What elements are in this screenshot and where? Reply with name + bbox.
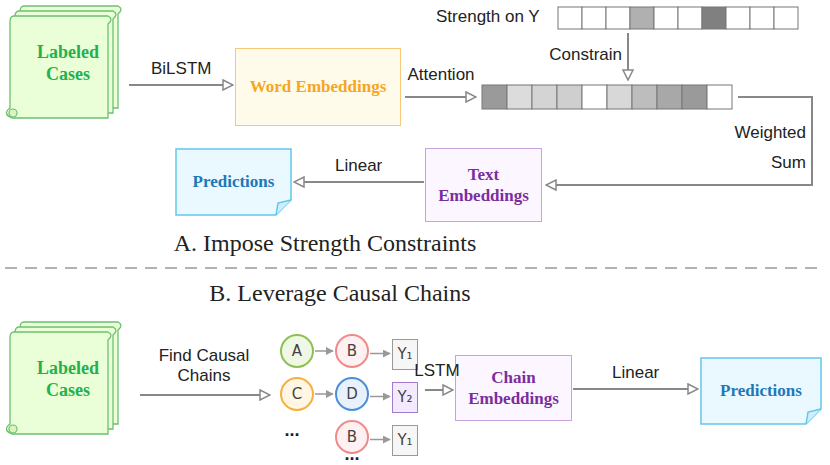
arrow-label: Constrain [530,45,622,65]
section-divider [5,267,825,269]
node-text: A [292,342,302,361]
ellipsis: ... [272,420,312,442]
chain-arrow [315,393,333,395]
section-heading: A. Impose Strength Constraints [160,229,490,258]
attention-cell [532,85,557,109]
label-square: Y₂ [392,382,418,413]
embedding-box: Chain Embeddings [455,355,572,421]
note-body [176,149,291,215]
flow-arrow [573,388,698,390]
node-text: C [292,385,302,404]
node-text: Text Embeddings [434,164,533,207]
edge-label: Linear [610,363,661,383]
scroll-page [6,332,111,434]
chain-arrow [370,353,390,355]
strength-cell [582,7,606,29]
note-body [701,358,821,424]
node-text: Word Embeddings [250,76,387,97]
attention-cell [582,85,607,109]
prediction-box: Predictions [700,357,822,425]
strength-cell [630,7,654,29]
scroll-outline [4,4,128,122]
document-stack: Labeled Cases [4,320,128,438]
node-text: Predictions [193,171,275,192]
find-chains-arrow [140,394,270,396]
flow-arrow [294,181,424,183]
strength-cell [726,7,750,29]
ellipsis: ... [332,444,372,465]
label-square: Y₁ [392,339,418,370]
arrow-label: Attention [400,65,482,85]
attention-cell [507,85,532,109]
constrain-arrow [627,33,629,80]
edge-label: BiLSTM [149,59,213,79]
concept-circle: C [280,377,314,411]
scroll-outline [4,320,128,438]
arrow-label: Weighted Sum [710,118,806,178]
attention-bar [482,85,732,109]
lstm-arrow [425,389,453,391]
edge-label: Linear [333,156,384,176]
flow-arrow [129,84,233,86]
node-text: D [346,385,358,404]
axis-label: Strength on Y [436,7,556,27]
strength-bar [558,7,798,29]
document-stack: Labeled Cases [4,4,128,122]
concept-circle: D [335,377,369,411]
node-text: Y₁ [397,431,412,450]
strength-cell [606,7,630,29]
node-text: Y₁ [397,345,412,364]
node-text: Y₂ [397,388,412,407]
attention-cell [607,85,632,109]
arrow-label: Find Causal Chains [148,346,260,387]
node-text: Labeled Cases [30,41,106,86]
chain-arrow [370,439,390,441]
strength-cell [678,7,702,29]
arrow-label: LSTM [405,361,469,381]
label-square: Y₁ [392,425,418,456]
embedding-box: Text Embeddings [425,148,542,222]
chain-arrow [315,350,333,352]
scroll-curl [9,109,17,117]
node-text: B [347,342,357,361]
prediction-box: Predictions [175,148,292,216]
attention-cell [482,85,507,109]
chain-arrow [370,396,390,398]
attention-cell [707,85,732,109]
attention-cell [657,85,682,109]
strength-cell [558,7,582,29]
strength-cell [702,7,726,29]
strength-cell [750,7,774,29]
attention-arrow [405,96,476,98]
attention-cell [682,85,707,109]
node-text: Predictions [720,380,802,401]
embedding-box: Word Embeddings [235,48,401,126]
attention-cell [557,85,582,109]
section-heading: B. Leverage Causal Chains [185,279,495,308]
strength-cell [774,7,798,29]
scroll-page [6,16,111,118]
node-text: B [347,428,357,447]
note-fold [276,200,291,215]
scroll-curl [9,425,17,433]
node-text: Labeled Cases [30,357,106,402]
note-fold [806,409,821,424]
node-text: Chain Embeddings [464,367,563,410]
attention-cell [632,85,657,109]
concept-circle: B [335,334,369,368]
strength-cell [654,7,678,29]
concept-circle: A [280,334,314,368]
weighted-sum-arrow [546,97,812,185]
